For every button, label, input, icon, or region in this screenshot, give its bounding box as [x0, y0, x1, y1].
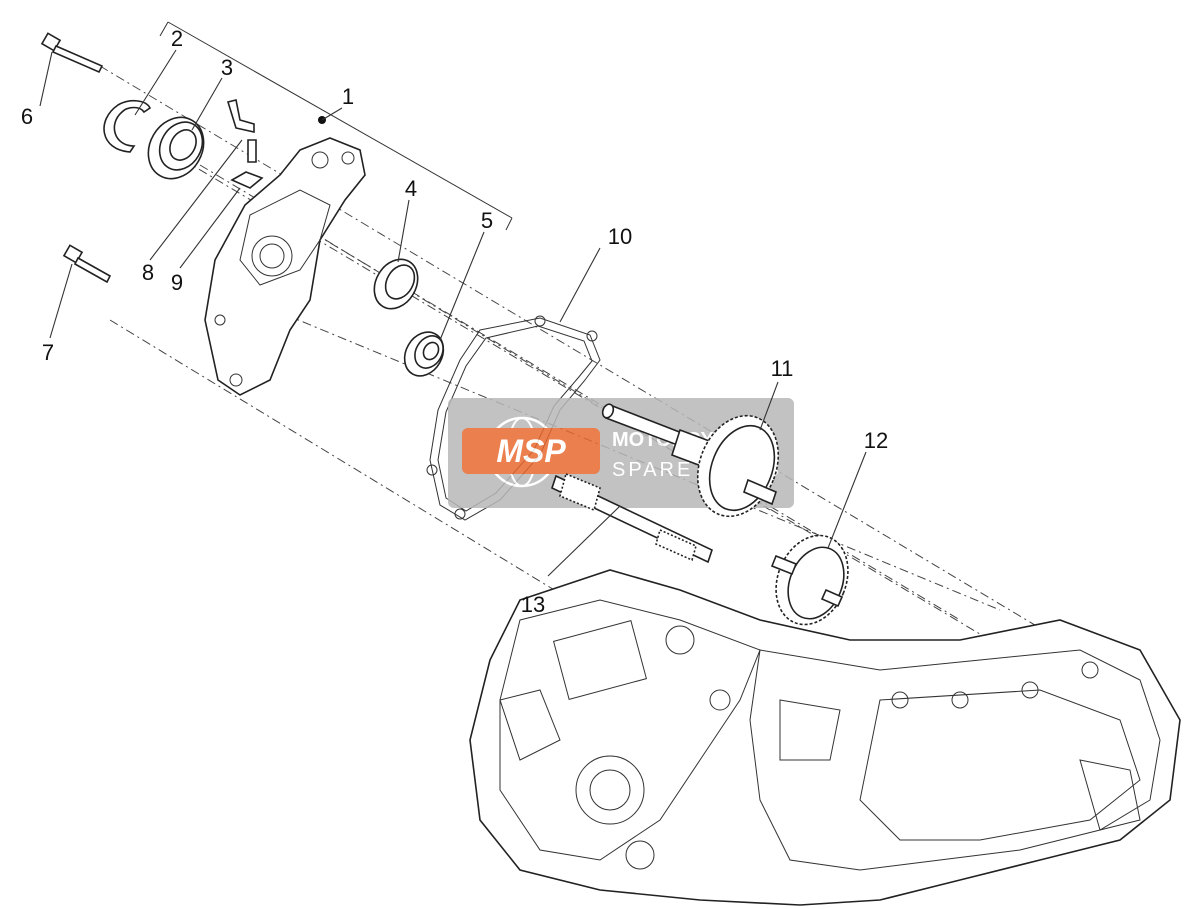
callout-3: 3	[221, 55, 233, 80]
callout-7: 7	[42, 340, 54, 365]
leader-lines	[39, 49, 867, 577]
callout-10: 10	[608, 224, 632, 249]
bearing-large	[147, 116, 205, 180]
callout-8: 8	[142, 260, 154, 285]
oil-seal	[373, 258, 419, 310]
callout-13: 13	[521, 592, 545, 617]
bolt-upper	[40, 32, 104, 74]
breather-pipe	[226, 99, 257, 163]
callout-4: 4	[405, 176, 417, 201]
callout-9: 9	[171, 270, 183, 295]
watermark-logo: MSP	[496, 433, 566, 469]
hose-clip	[230, 171, 264, 189]
callout-11: 11	[771, 356, 794, 381]
callout-12: 12	[864, 428, 888, 453]
bolt-lower	[62, 244, 112, 284]
callout-5: 5	[481, 208, 493, 233]
transmission-cover	[204, 116, 366, 396]
intermediate-gear	[770, 534, 849, 626]
bearing-small	[403, 331, 445, 377]
callout-1: 1	[342, 84, 354, 109]
secondary-shaft	[601, 403, 780, 518]
assembly-bracket	[159, 21, 513, 231]
callout-6: 6	[21, 104, 33, 129]
callout-2: 2	[171, 26, 183, 51]
msp-logo-badge	[462, 428, 600, 474]
circlip	[103, 99, 152, 153]
engine-assembly	[469, 569, 1181, 906]
primary-shaft	[551, 472, 713, 564]
callout-labels: 1 2 3 4 5 6 7 8 9 10 11 12 13	[21, 26, 888, 617]
